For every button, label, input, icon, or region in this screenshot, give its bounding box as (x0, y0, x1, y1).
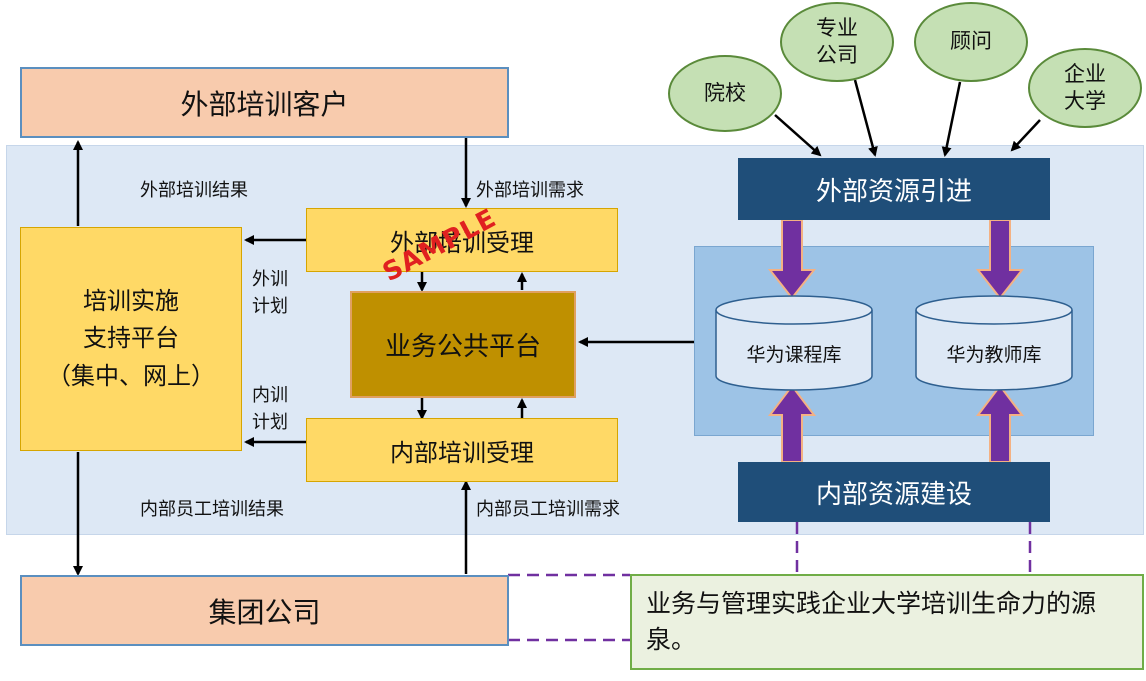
college-bubble: 院校 (668, 55, 782, 132)
teacher-library-database (915, 295, 1073, 391)
internal-demand-label: 内部员工培训需求 (476, 499, 620, 520)
course-library-database (715, 295, 873, 391)
external-client-box: 外部培训客户 (20, 67, 509, 138)
note-box: 业务与管理实践企业大学培训生命力的源泉。 (630, 574, 1144, 670)
external-plan-label: 外训 计划 (252, 269, 288, 317)
business-platform-box: 业务公共平台 (350, 291, 576, 398)
internal-resource-box: 内部资源建设 (738, 462, 1050, 522)
internal-result-label: 内部员工培训结果 (140, 499, 284, 520)
consultant-bubble: 顾问 (914, 2, 1028, 82)
corp-university-bubble: 企业 大学 (1028, 48, 1142, 128)
training-platform-box: 培训实施 支持平台 （集中、网上） (20, 227, 242, 451)
internal-accept-box: 内部培训受理 (306, 418, 618, 482)
company-bubble: 专业 公司 (780, 2, 894, 82)
external-result-label: 外部培训结果 (140, 180, 248, 201)
internal-plan-label: 内训 计划 (252, 385, 288, 433)
teacher-library-label: 华为教师库 (946, 344, 1042, 366)
external-resource-box: 外部资源引进 (738, 158, 1050, 220)
external-demand-label: 外部培训需求 (476, 180, 584, 201)
group-company-box: 集团公司 (20, 575, 509, 646)
course-library-label: 华为课程库 (746, 344, 842, 366)
external-accept-box: 外部培训受理 (306, 208, 618, 272)
